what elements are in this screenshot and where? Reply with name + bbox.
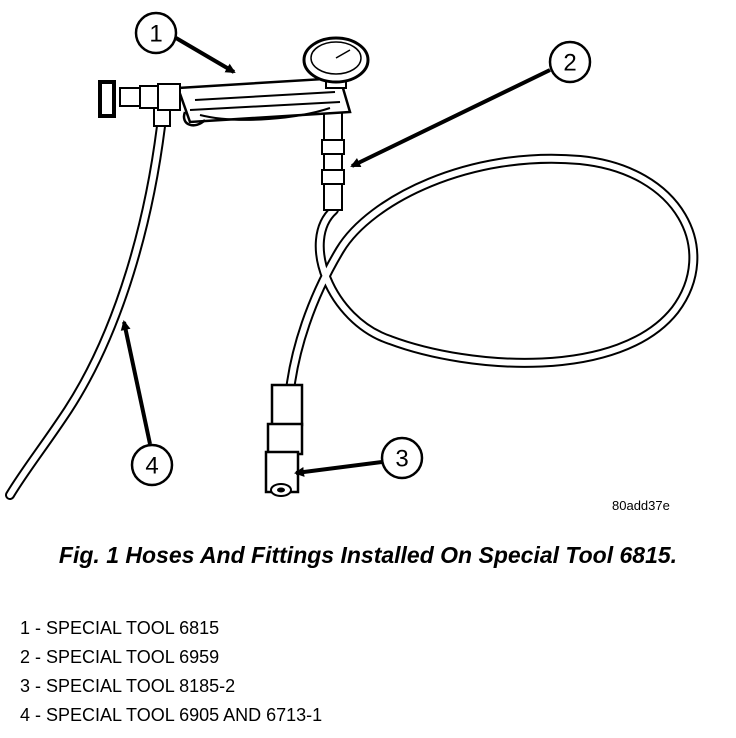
callout-1: 1 [134,11,236,74]
tool-6815-body [98,71,352,127]
callout-3-label: 3 [395,446,408,473]
figure-code: 80add37e [612,498,670,513]
figure-caption: Fig. 1 Hoses And Fittings Installed On S… [58,542,678,568]
hose-2 [285,153,699,395]
hose-4 [5,103,171,500]
callout-3: 3 [294,436,424,480]
legend-item: 2 - SPECIAL TOOL 6959 [20,647,220,667]
legend-list: 1 - SPECIAL TOOL 6815 2 - SPECIAL TOOL 6… [20,614,322,730]
legend-item: 4 - SPECIAL TOOL 6905 AND 6713-1 [20,705,323,725]
fitting-3 [264,383,304,497]
callout-2-label: 2 [563,50,576,77]
callout-1-label: 1 [149,21,162,48]
callout-4-label: 4 [145,453,158,480]
callout-4: 4 [120,320,174,487]
hose-fitting-illustration: 1 2 3 4 [5,11,699,500]
gauge-tube [321,109,345,211]
legend-item: 1 - SPECIAL TOOL 6815 [20,618,220,638]
pressure-gauge [302,36,370,84]
legend-item: 3 - SPECIAL TOOL 8185-2 [20,676,236,696]
callout-2: 2 [350,40,592,168]
